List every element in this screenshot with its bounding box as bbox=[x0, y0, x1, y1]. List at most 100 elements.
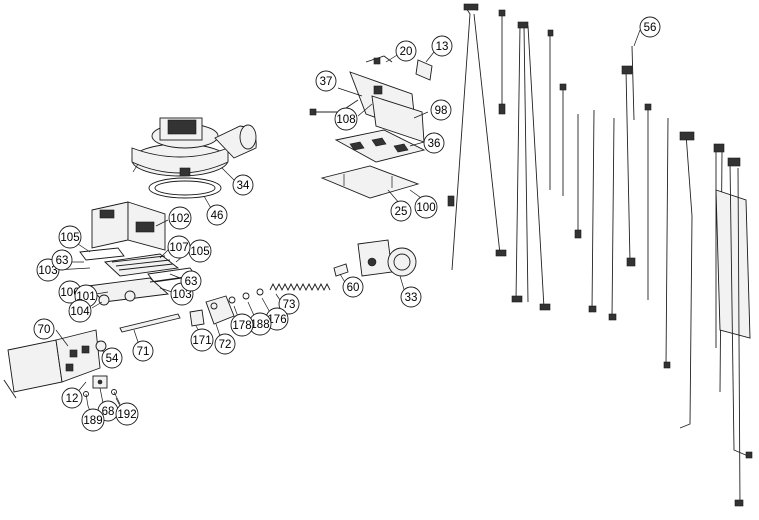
callout-p37: 37 bbox=[315, 70, 337, 92]
callout-circle bbox=[180, 270, 202, 292]
callout-circle bbox=[430, 99, 452, 121]
callout-circle bbox=[334, 107, 358, 131]
callout-p192: 192 bbox=[115, 402, 139, 426]
part-number-label: 104 bbox=[70, 306, 90, 318]
part-number-label: 72 bbox=[219, 339, 232, 351]
part-number-label: 98 bbox=[435, 105, 448, 117]
callout-p102: 102 bbox=[168, 206, 192, 230]
callout-circle bbox=[81, 408, 105, 432]
callout-p100: 100 bbox=[414, 195, 438, 219]
part-number-label: 46 bbox=[211, 210, 224, 222]
part-number-label: 37 bbox=[320, 76, 333, 88]
lever-plate bbox=[205, 295, 235, 325]
part-number-label: 107 bbox=[169, 242, 188, 254]
callout-p72: 72 bbox=[214, 333, 236, 355]
board-tray bbox=[320, 165, 420, 199]
base-bracket bbox=[3, 329, 101, 399]
callout-p176: 176 bbox=[265, 307, 289, 331]
fasteners bbox=[83, 389, 121, 407]
control-bracket bbox=[349, 71, 425, 143]
small-clip bbox=[92, 375, 108, 389]
callout-p12: 12 bbox=[61, 387, 83, 409]
part-number-label: 105 bbox=[190, 246, 209, 258]
callout-circle bbox=[400, 286, 422, 308]
callout-p63b: 63 bbox=[180, 270, 202, 292]
part-number-label: 33 bbox=[405, 292, 418, 304]
callout-p60: 60 bbox=[342, 276, 364, 298]
drive-shaft bbox=[119, 313, 181, 333]
callout-p73: 73 bbox=[278, 293, 300, 315]
callout-p98: 98 bbox=[430, 99, 452, 121]
callout-circle bbox=[61, 387, 83, 409]
callout-circle bbox=[230, 313, 254, 337]
part-number-label: 56 bbox=[644, 22, 657, 34]
callout-circle bbox=[58, 225, 82, 249]
callout-circle bbox=[132, 340, 154, 362]
part-number-label: 68 bbox=[102, 406, 115, 418]
part-number-label: 12 bbox=[66, 393, 79, 405]
callout-circle bbox=[232, 174, 254, 196]
callout-circle bbox=[390, 200, 412, 222]
knob bbox=[95, 340, 107, 352]
callout-p46: 46 bbox=[206, 204, 228, 226]
callout-p189: 189 bbox=[81, 408, 105, 432]
part-number-label: 171 bbox=[192, 335, 211, 347]
part-number-label: 60 bbox=[347, 282, 360, 294]
part-number-label: 102 bbox=[170, 213, 189, 225]
callout-circle bbox=[168, 206, 192, 230]
callout-p13: 13 bbox=[431, 35, 453, 57]
callout-p105a: 105 bbox=[58, 225, 82, 249]
callout-circle bbox=[206, 204, 228, 226]
part-number-label: 73 bbox=[283, 299, 296, 311]
part-number-label: 71 bbox=[137, 346, 150, 358]
part-number-label: 108 bbox=[336, 114, 355, 126]
callout-circle bbox=[214, 333, 236, 355]
callout-p63a: 63 bbox=[51, 249, 73, 271]
callout-circle bbox=[431, 35, 453, 57]
part-number-label: 54 bbox=[106, 353, 119, 365]
callout-circle bbox=[115, 402, 139, 426]
switch-bracket bbox=[365, 55, 393, 65]
callout-p105b: 105 bbox=[188, 239, 212, 263]
callout-circle bbox=[51, 249, 73, 271]
callout-p54: 54 bbox=[101, 347, 123, 369]
callout-p107: 107 bbox=[167, 235, 191, 259]
rocker-switch bbox=[415, 59, 433, 81]
callout-p56: 56 bbox=[639, 16, 661, 38]
callout-circle bbox=[414, 195, 438, 219]
callout-circle bbox=[278, 293, 300, 315]
part-number-label: 103 bbox=[38, 265, 57, 277]
mount-bracket bbox=[91, 201, 166, 251]
callout-p36: 36 bbox=[423, 132, 445, 154]
callout-circle bbox=[167, 235, 191, 259]
part-number-label: 103 bbox=[172, 289, 191, 301]
part-number-label: 25 bbox=[395, 206, 408, 218]
small-connector bbox=[333, 263, 349, 277]
callout-circle bbox=[315, 70, 337, 92]
grid-plate bbox=[79, 247, 197, 283]
circuit-board bbox=[334, 129, 426, 163]
callout-p70: 70 bbox=[33, 318, 55, 340]
part-number-label: 192 bbox=[117, 409, 136, 421]
part-number-label: 70 bbox=[38, 324, 51, 336]
callout-p71: 71 bbox=[132, 340, 154, 362]
part-number-label: 178 bbox=[232, 320, 251, 332]
callout-circle bbox=[33, 318, 55, 340]
wire-harness-group bbox=[447, 3, 753, 507]
part-number-label: 105 bbox=[60, 232, 79, 244]
callout-circle bbox=[190, 328, 214, 352]
callout-p178: 178 bbox=[230, 313, 254, 337]
callout-p108: 108 bbox=[334, 107, 358, 131]
callout-circle bbox=[342, 276, 364, 298]
callout-p33: 33 bbox=[400, 286, 422, 308]
blower-fan-assembly bbox=[131, 117, 257, 177]
part-number-label: 176 bbox=[267, 314, 286, 326]
callout-circle bbox=[423, 132, 445, 154]
part-number-label: 189 bbox=[83, 415, 102, 427]
part-number-label: 34 bbox=[237, 180, 250, 192]
callout-p34: 34 bbox=[232, 174, 254, 196]
part-number-label: 36 bbox=[428, 138, 441, 150]
